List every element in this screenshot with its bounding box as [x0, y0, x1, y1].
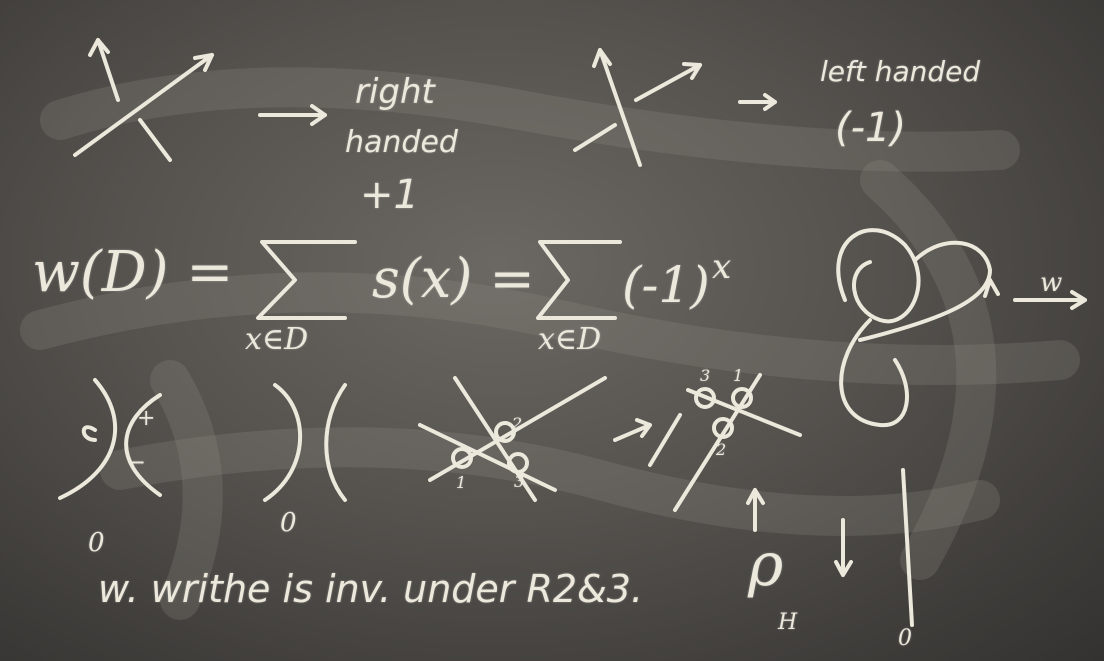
r3b-short-a [648, 413, 682, 467]
left-crossing-under-a [634, 63, 702, 102]
right-crossing-under-arrow [88, 38, 110, 57]
r3-to-arrow [613, 418, 652, 442]
knot-strand-1 [836, 228, 921, 324]
zero-label-b: 0 [280, 508, 297, 538]
right-value: +1 [360, 172, 419, 218]
r3b-label-1: 1 [733, 366, 744, 385]
r3-short-a [453, 376, 537, 502]
r2-circle [81, 425, 97, 442]
power-base: (-1) [622, 256, 710, 314]
r3b-label-2: 2 [716, 440, 727, 459]
r3b-label-3: 3 [700, 366, 711, 385]
r3-long-line [428, 376, 607, 482]
left-label: left handed [820, 55, 981, 88]
rho-label: ρ [748, 530, 784, 600]
r3b-node-3 [712, 417, 734, 439]
r2-after-right [324, 383, 347, 502]
r3b-long-line [673, 373, 762, 512]
rho-up-arrow [746, 488, 765, 532]
left-value: (-1) [835, 105, 907, 151]
r3-short-b [418, 423, 557, 492]
right-label-line1: right [355, 72, 435, 112]
long-vertical-line [901, 468, 914, 627]
minus-sign: − [126, 448, 147, 476]
r3-node-3 [507, 452, 529, 474]
knot-strand-2 [858, 240, 992, 342]
right-crossing-arrow [193, 53, 214, 72]
w-arrow [1013, 290, 1087, 310]
right-crossing-under-b [138, 118, 172, 162]
r3b-node-2 [731, 387, 753, 409]
sum-subscript-2: x∈D [538, 322, 602, 357]
r3-label-3: 3 [514, 472, 525, 491]
knot-strand-3 [839, 318, 909, 428]
r3-node-2 [494, 421, 516, 443]
r3-node-1 [451, 447, 473, 469]
writhe-lhs: w(D) = [32, 240, 234, 305]
right-crossing-over [73, 53, 214, 157]
sum-sign-1 [256, 240, 357, 320]
right-crossing-under-a [96, 38, 120, 102]
s-of-x: s(x) = [372, 247, 535, 310]
sum-subscript-1: x∈D [245, 322, 309, 357]
sum-sign-2 [536, 240, 622, 320]
left-crossing-under-arrow [682, 62, 702, 80]
plus-sign: + [137, 406, 156, 431]
rho-down-arrow [834, 518, 853, 577]
knot-arrow [983, 278, 1000, 298]
right-to-arrow [258, 104, 327, 126]
bottom-note: w. writhe is inv. under R2&3. [98, 567, 643, 611]
zero-label-c: 0 [898, 626, 912, 651]
r2-left-strand [58, 378, 118, 500]
r2-after-left [263, 383, 303, 502]
r3b-short-b [686, 388, 802, 437]
r2-right-strand [124, 393, 162, 497]
r3-label-1: 1 [456, 473, 467, 492]
left-crossing-under-b [573, 123, 617, 152]
r3-label-2: 2 [512, 414, 523, 433]
left-crossing-arrow [592, 48, 612, 68]
zero-label-a: 0 [88, 528, 105, 558]
rho-subscript: H [778, 610, 798, 635]
left-to-arrow [738, 93, 777, 111]
r3b-node-1 [694, 387, 716, 409]
right-label-line2: handed [345, 125, 458, 160]
w-arrow-label: w [1040, 268, 1063, 298]
power-exponent: x [712, 247, 732, 287]
left-crossing-over [598, 48, 642, 167]
